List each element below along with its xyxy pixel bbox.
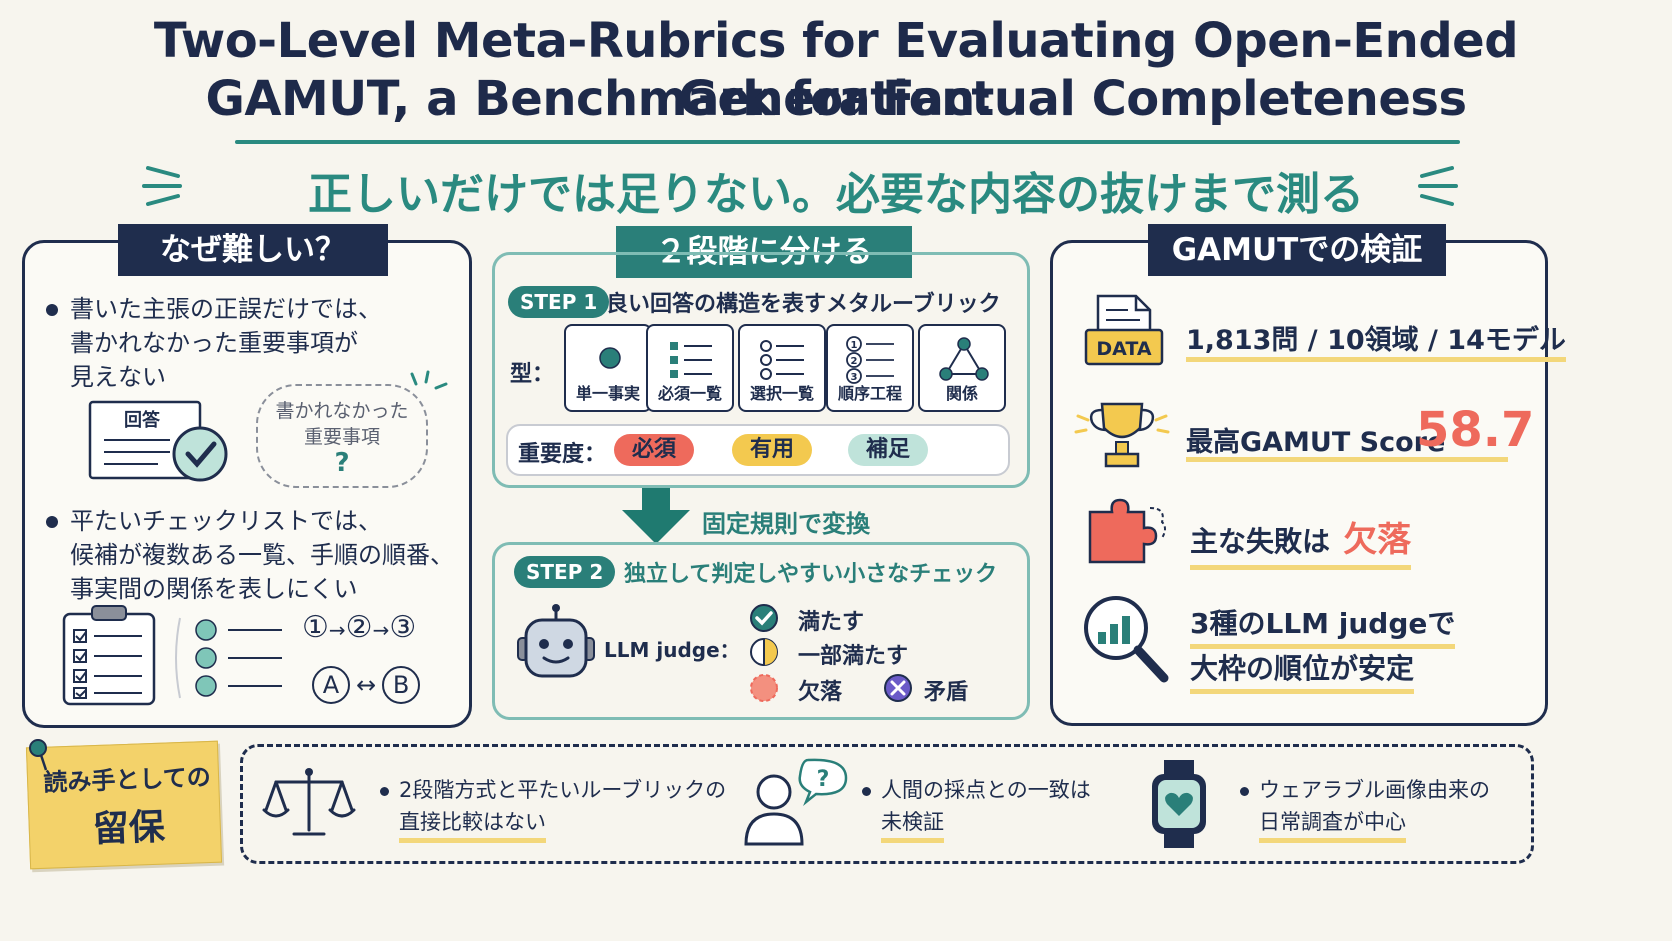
partial-circle-icon	[750, 638, 778, 666]
judge-stability: 3種のLLM judgeで 大枠の順位が安定	[1190, 604, 1456, 694]
answer-label: 回答	[124, 410, 160, 431]
title-underline	[235, 140, 1460, 144]
bullet-dot	[1240, 786, 1249, 796]
relation-a-b: A ↔ B	[312, 666, 421, 704]
top-score-label: 最高GAMUT Score	[1186, 427, 1446, 458]
svg-text:2: 2	[851, 356, 858, 367]
main-failure-value: 欠落	[1343, 520, 1412, 560]
down-arrow-icon	[622, 488, 690, 544]
puzzle-piece-icon	[1088, 498, 1166, 564]
caveat-item-2: 人間の採点との一致は 未検証	[862, 774, 1091, 843]
sparkle-icon	[410, 370, 448, 390]
caveats-box	[240, 744, 1534, 864]
why-hard-bullet-1: 書いた主張の正誤だけでは、 書かれなかった重要事項が 見えない	[46, 292, 456, 394]
satisfied-check-icon	[750, 604, 778, 632]
trophy-icon	[1074, 402, 1170, 468]
main-failure-row: 主な失敗は 欠落	[1190, 512, 1412, 570]
answer-sheet-icon	[88, 400, 228, 482]
caveat-item-3: ウェアラブル画像由来の 日常調査が中心	[1240, 774, 1490, 843]
missing-items-cloud	[256, 384, 428, 488]
bullet-dot	[46, 516, 58, 528]
reader-caveat-title: 読み手としての 留保	[43, 763, 212, 851]
svg-text:?: ?	[817, 767, 830, 792]
caveat-item-1: 2段階方式と平たいルーブリックの 直接比較はない	[380, 774, 726, 843]
step2-text: 独立して判定しやすい小さなチェック	[624, 562, 998, 587]
importance-supplementary: 補足	[848, 434, 929, 466]
data-icon-label: DATA	[1096, 338, 1152, 360]
step2-badge: STEP 2	[514, 556, 616, 588]
magnifier-chart-icon	[1084, 596, 1169, 683]
single-dot-icon	[599, 347, 621, 369]
robot-icon	[517, 604, 595, 678]
smartwatch-heart-icon	[1152, 760, 1206, 848]
missing-items-label: 書かれなかった 重要事項 ?	[256, 398, 428, 476]
contradiction-x-icon	[884, 674, 912, 702]
importance-useful: 有用	[732, 434, 813, 466]
radio-list-icon	[760, 340, 804, 380]
svg-text:3: 3	[851, 372, 858, 383]
importance-required: 必須	[614, 434, 695, 466]
graph-relation-icon	[939, 337, 989, 381]
balance-scale-icon	[262, 768, 356, 836]
type-label: 型：	[510, 362, 555, 387]
bullet-list-icon	[670, 342, 712, 378]
step2-box	[492, 542, 1030, 720]
llm-judge-label: LLM judge：	[604, 638, 740, 662]
top-score-row: 最高GAMUT Score 58.7	[1186, 402, 1534, 462]
emphasis-dashes-left-icon	[142, 166, 182, 206]
pushpin-icon	[29, 739, 48, 771]
verdict-missing: 欠落	[798, 680, 843, 705]
title-line-2: GAMUT, a Benchmark for Factual Completen…	[205, 71, 1467, 127]
svg-text:1: 1	[851, 340, 858, 351]
title-line-1: Two-Level Meta-Rubrics for Evaluating Op…	[153, 13, 1519, 127]
verdict-satisfied: 満たす	[798, 610, 865, 635]
emphasis-dashes-right-icon	[1418, 166, 1458, 206]
bullet-dot	[46, 304, 58, 316]
type-single-fact: 単一事実	[564, 324, 652, 412]
candidate-list-icon	[175, 617, 282, 699]
type-choice-list: 選択一覧	[738, 324, 826, 412]
subtitle: 正しいだけでは足りない。必要な内容の抜けまで測る	[308, 169, 1364, 220]
numbered-list-icon: 1 2 3	[846, 336, 894, 384]
step1-box	[492, 252, 1030, 488]
step1-text: 良い回答の構造を表すメタルーブリック	[606, 292, 1001, 317]
type-relation: 関係	[918, 324, 1006, 412]
transform-label: 固定規則で変換	[702, 510, 870, 538]
bullet-dot	[380, 786, 389, 796]
gamut-validation-heading: GAMUTでの検証	[1148, 224, 1446, 276]
sequence-steps: ①→②→③	[302, 610, 417, 645]
checklist-clipboard-icon	[62, 605, 156, 706]
why-hard-heading: なぜ難しい？	[118, 224, 388, 276]
verdict-partial: 一部満たす	[798, 644, 909, 669]
missing-circle-icon	[750, 674, 778, 702]
top-score-value: 58.7	[1416, 402, 1535, 458]
importance-label: 重要度：	[518, 442, 607, 467]
verdict-contradiction: 矛盾	[924, 680, 969, 705]
dataset-stats: 1,813問 / 10領域 / 14モデル	[1186, 318, 1566, 362]
step1-badge: STEP 1	[508, 286, 610, 318]
type-required-list: 必須一覧	[646, 324, 734, 412]
person-question-icon: ?	[744, 758, 848, 846]
why-hard-bullet-2: 平たいチェックリストでは、 候補が複数ある一覧、手順の順番、 事実間の関係を表し…	[46, 504, 466, 606]
data-document-icon	[1084, 294, 1164, 366]
bullet-dot	[862, 786, 871, 796]
question-mark: ?	[334, 448, 350, 478]
